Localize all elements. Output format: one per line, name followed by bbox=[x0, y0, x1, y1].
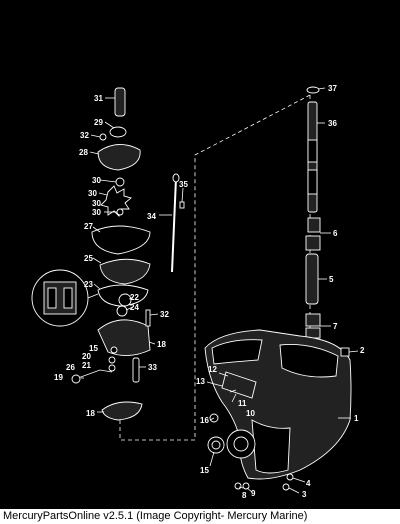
callout-16: 16 bbox=[200, 416, 209, 425]
callout-36: 36 bbox=[328, 119, 337, 128]
leader-lines bbox=[81, 87, 359, 494]
part-4-washer bbox=[286, 473, 294, 481]
callout-14: 15 bbox=[89, 344, 98, 353]
part-27-pump-cover bbox=[97, 144, 141, 171]
callout-5: 5 bbox=[329, 275, 334, 284]
callout-29: 30 bbox=[88, 189, 97, 198]
callout-2: 2 bbox=[360, 346, 365, 355]
callout-26: 27 bbox=[84, 222, 93, 231]
callout-37: 37 bbox=[328, 84, 337, 93]
part-21-ring bbox=[108, 364, 116, 372]
callout-30c: 30 bbox=[92, 208, 101, 217]
part-35-clip bbox=[179, 201, 185, 209]
callout-31: 31 bbox=[94, 94, 103, 103]
part-37-washer bbox=[306, 86, 320, 94]
callout-12: 12 bbox=[208, 365, 217, 374]
callout-33: 33 bbox=[148, 363, 157, 372]
part-14-ring bbox=[110, 346, 118, 354]
part-9-washer bbox=[242, 482, 250, 490]
part-2-plug bbox=[340, 347, 350, 357]
callout-23: 23 bbox=[84, 280, 93, 289]
part-22-seal bbox=[118, 293, 132, 307]
callout-15: 15 bbox=[200, 466, 209, 475]
callout-27: 28 bbox=[79, 148, 88, 157]
driveshaft-stack bbox=[305, 86, 321, 339]
part-24-plate bbox=[99, 258, 151, 285]
callout-23b: 24 bbox=[130, 303, 139, 312]
part-3-screw bbox=[282, 483, 290, 491]
part-30-key bbox=[115, 177, 125, 187]
gear-housing bbox=[204, 329, 352, 480]
part-8-screw bbox=[234, 482, 242, 490]
callout-20: 20 bbox=[82, 352, 91, 361]
callout-7: 7 bbox=[333, 322, 338, 331]
callout-24: 25 bbox=[84, 254, 93, 263]
callout-32b: 32 bbox=[160, 310, 169, 319]
callout-1: 1 bbox=[354, 414, 359, 423]
part-18-plate bbox=[101, 401, 143, 421]
part-30-key-b bbox=[116, 208, 124, 216]
callout-9: 9 bbox=[251, 489, 256, 498]
callout-19: 19 bbox=[54, 373, 63, 382]
callout-35: 35 bbox=[179, 180, 188, 189]
part-5-shaft bbox=[305, 253, 319, 305]
callout-25: 26 bbox=[66, 363, 75, 372]
part-33-water-tube bbox=[132, 357, 140, 383]
part-11-anode bbox=[221, 371, 257, 399]
callout-6: 6 bbox=[333, 229, 338, 238]
part-28-seal bbox=[109, 126, 127, 138]
shift-shaft bbox=[171, 173, 185, 273]
callout-13: 13 bbox=[196, 377, 205, 386]
part-20-ring bbox=[108, 356, 116, 364]
callout-18: 18 bbox=[86, 409, 95, 418]
callout-30b: 30 bbox=[92, 199, 101, 208]
part-23-ring bbox=[116, 305, 128, 317]
callout-21: 21 bbox=[82, 361, 91, 370]
callout-11: 11 bbox=[238, 399, 247, 408]
callout-22: 22 bbox=[130, 293, 139, 302]
callout-4: 4 bbox=[306, 479, 311, 488]
part-17-pump-base bbox=[97, 319, 151, 356]
callout-3: 3 bbox=[302, 490, 307, 499]
callout-labels: 31 29 32 28 30 30 30 30 27 25 23 22 24 3… bbox=[54, 84, 365, 500]
callout-28: 29 bbox=[94, 118, 103, 127]
part-19-bushing bbox=[71, 374, 81, 384]
water-pump-stack bbox=[71, 87, 151, 421]
lower-small-parts bbox=[207, 413, 294, 491]
part-29-impeller bbox=[100, 185, 132, 217]
part-7-bearing bbox=[305, 313, 321, 327]
callout-34: 34 bbox=[147, 212, 156, 221]
part-32-stud bbox=[145, 309, 151, 327]
callout-8: 8 bbox=[242, 491, 247, 500]
callout-30: 30 bbox=[92, 176, 101, 185]
part-6-bearing bbox=[307, 217, 321, 233]
part-31-tube bbox=[114, 87, 126, 117]
part-32-bolt bbox=[99, 133, 107, 141]
exploded-parts-diagram: 31 29 32 28 30 30 30 30 27 25 23 22 24 3… bbox=[31, 84, 365, 500]
callout-32: 32 bbox=[80, 131, 89, 140]
detail-inset bbox=[31, 269, 99, 327]
callout-17: 18 bbox=[157, 340, 166, 349]
callout-10: 10 bbox=[246, 409, 255, 418]
part-25-shift-link bbox=[77, 369, 113, 379]
part-26-gasket bbox=[91, 225, 151, 255]
assembly-guide-lines bbox=[119, 94, 311, 441]
copyright-footer: MercuryPartsOnline v2.5.1 (Image Copyrig… bbox=[0, 509, 400, 524]
